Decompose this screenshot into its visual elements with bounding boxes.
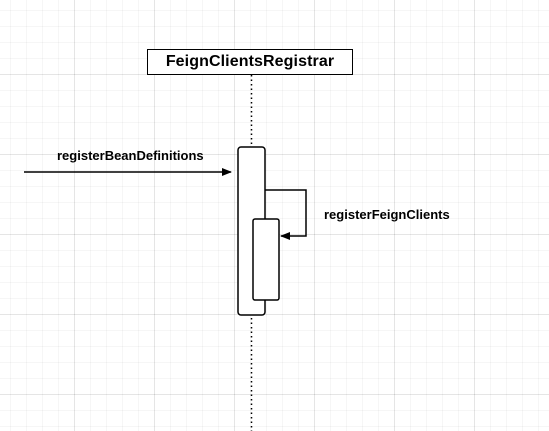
activation-bar-inner[interactable] (252, 218, 280, 301)
participant-name: FeignClientsRegistrar (165, 53, 335, 70)
self-call-arrow-register-feign-clients[interactable] (265, 189, 307, 240)
message-label-register-bean-definitions: registerBeanDefinitions (57, 148, 204, 163)
message-label-register-feign-clients: registerFeignClients (324, 207, 450, 222)
participant-box[interactable]: FeignClientsRegistrar (147, 49, 353, 75)
